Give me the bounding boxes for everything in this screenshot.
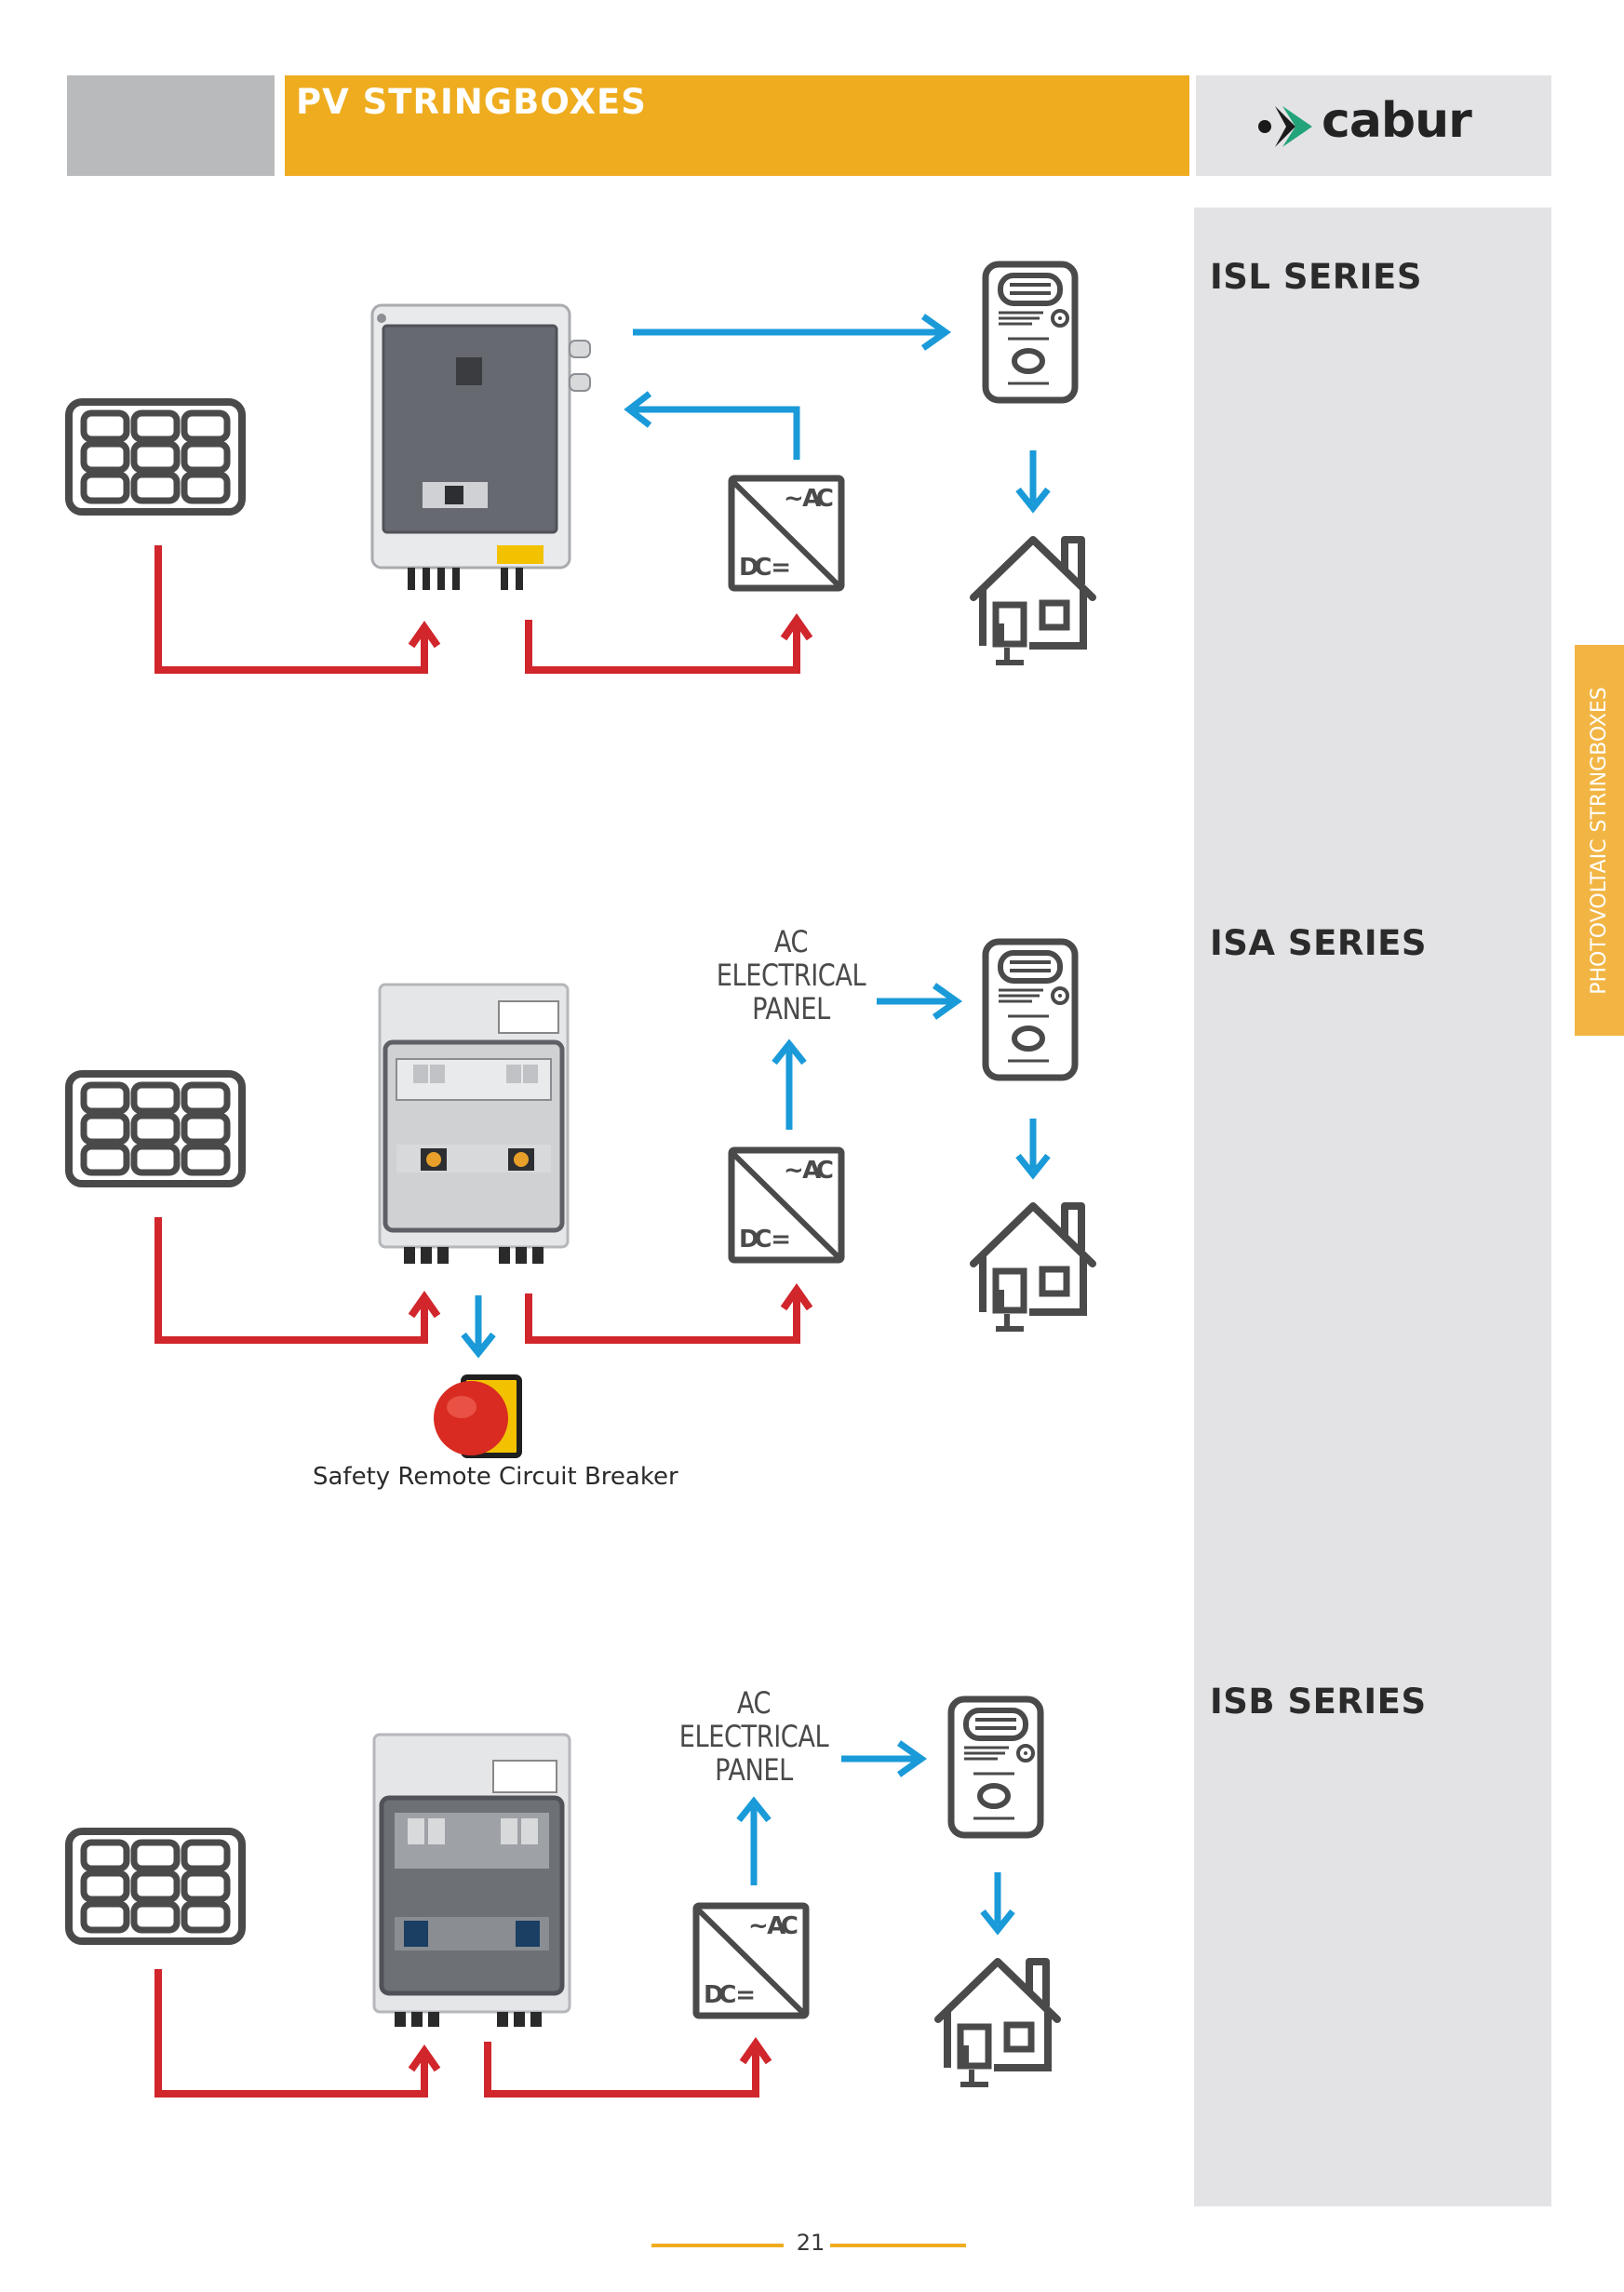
ac-panel-line-2: ELECTRICAL [678, 1719, 829, 1754]
stringbox-isl-device [370, 303, 591, 590]
ac-panel-label: AC ELECTRICAL PANEL [667, 1686, 841, 1787]
logo-box [1196, 75, 1551, 176]
header-title-bar [285, 75, 1189, 176]
inverter-ac-label: ~ AC [748, 1912, 799, 1940]
cabur-logo-icon [1258, 106, 1312, 147]
ac-panel-line-2: ELECTRICAL [716, 958, 866, 993]
inverter-icon: ~ AC DC = [728, 1146, 849, 1267]
safety-breaker-device [434, 1374, 522, 1458]
inverter-dc-label: DC = [739, 1226, 791, 1253]
series-title-isl: ISL SERIES [1210, 257, 1422, 297]
footer-rule-right [830, 2244, 966, 2247]
ac-panel-line-1: AC [736, 1685, 772, 1721]
stringbox-isa-device [378, 983, 570, 1264]
series-title-isb: ISB SERIES [1210, 1682, 1427, 1722]
brand-logo-text: cabur [1322, 93, 1472, 149]
series-column [1194, 208, 1551, 2206]
header-grey-block [67, 75, 275, 176]
series-title-isa: ISA SERIES [1210, 923, 1428, 963]
stringbox-isb-device [372, 1733, 571, 2027]
inverter-ac-label: ~ AC [784, 485, 834, 513]
inverter-icon: ~ AC DC = [692, 1902, 813, 2023]
ac-panel-line-3: PANEL [752, 991, 830, 1026]
footer-rule-left [651, 2244, 784, 2247]
ac-panel-line-1: AC [773, 924, 809, 959]
inverter-dc-label: DC = [739, 554, 791, 582]
ac-panel-label: AC ELECTRICAL PANEL [705, 925, 879, 1025]
ac-panel-line-3: PANEL [715, 1752, 793, 1788]
breaker-caption: Safety Remote Circuit Breaker [313, 1463, 678, 1491]
page-title: PV STRINGBOXES [296, 82, 647, 122]
inverter-icon: ~ AC DC = [728, 475, 849, 596]
page-number: 21 [796, 2230, 825, 2256]
inverter-ac-label: ~ AC [784, 1157, 834, 1185]
inverter-dc-label: DC = [704, 1981, 756, 2009]
side-tab [1575, 645, 1624, 1036]
